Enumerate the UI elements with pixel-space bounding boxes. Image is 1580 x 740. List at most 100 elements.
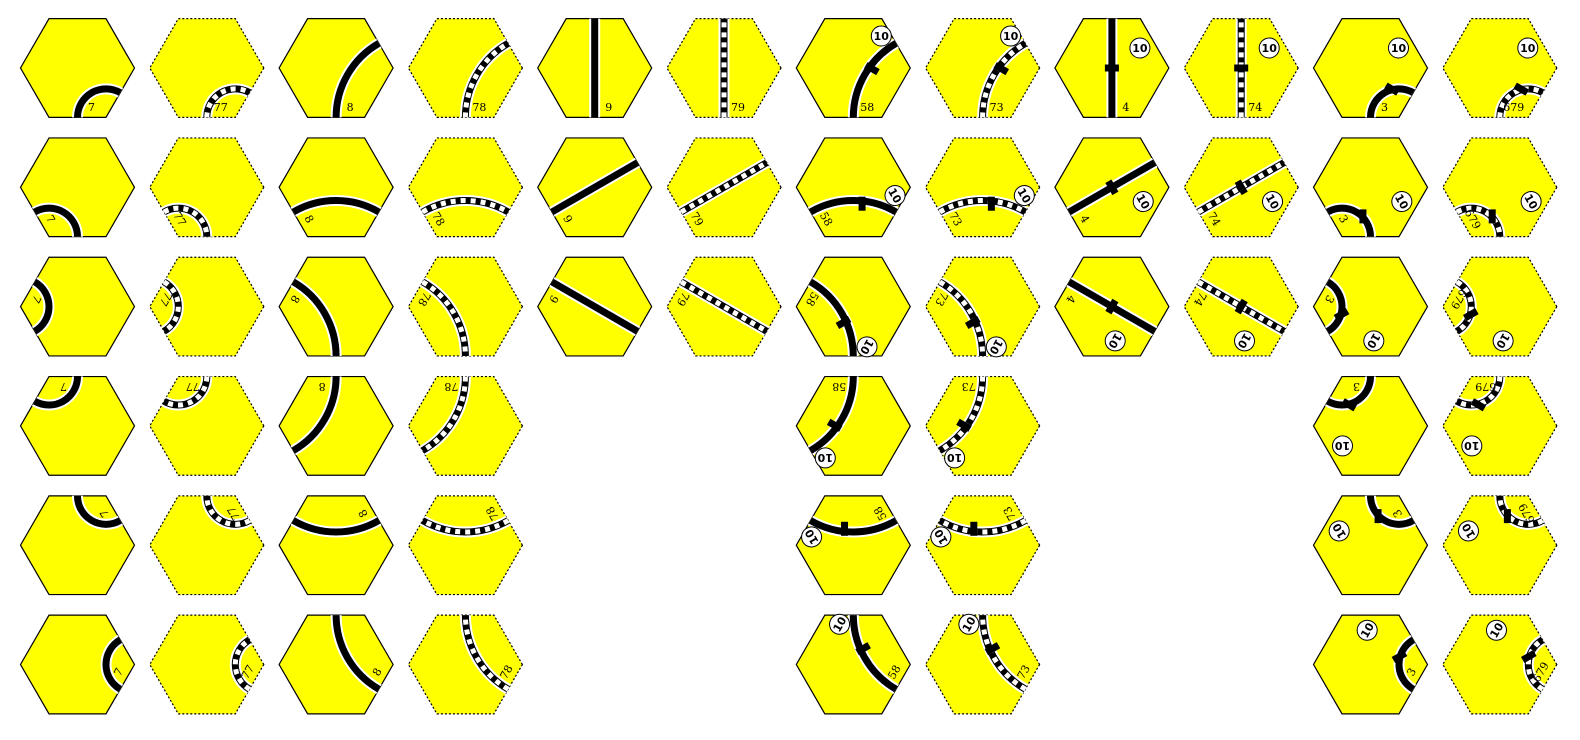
tile-number: 7 [60,380,67,393]
tile-8-rot-5: 8 [278,614,394,715]
hex-body [149,614,265,715]
tile-number: 78 [497,663,515,682]
tile-4-rot-0: 10 4 [1054,18,1170,118]
tile-number: 73 [1015,663,1033,682]
tile-number: 8 [319,380,326,393]
revenue-circle [1457,520,1479,542]
hex-body [278,137,394,238]
tile-number: 77 [186,380,200,393]
tile-number: 78 [429,210,447,229]
tile-3-rot-5: 103 [1312,614,1429,715]
revenue-circle [1520,191,1542,213]
town-bar [1470,398,1487,412]
tile-number: 73 [932,290,950,309]
revenue-value: 10 [1003,30,1019,43]
tile-number: 78 [472,101,486,114]
town-bar [1105,179,1119,196]
revenue-value: 10 [1132,42,1148,55]
tile-77-rot-2: 77 [149,256,265,357]
revenue-circle [930,526,952,548]
tile-number: 77 [170,210,188,229]
revenue-value: 10 [817,451,833,464]
town-bar [1520,649,1537,664]
hex-body [407,614,524,715]
revenue-circle [944,447,966,469]
revenue-circle [958,613,980,635]
revenue-circle [1234,330,1256,352]
revenue-value: 10 [947,451,963,464]
revenue-circle [1517,37,1539,59]
town-bar [1384,82,1400,96]
tile-78-rot-3: 78 [407,375,524,476]
revenue-circle [829,613,851,635]
town-bar [841,521,849,536]
tile-number: 58 [803,290,821,309]
tile-number: 73 [1001,504,1019,523]
tile-number: 58 [860,101,874,114]
revenue-circle [1132,191,1154,213]
town-bar [1105,298,1119,315]
revenue-circle [1104,330,1126,352]
tile-77-rot-5: 77 [149,614,265,715]
revenue-circle [870,25,892,47]
town-bar [1488,209,1496,224]
hex-body [795,614,911,715]
tile-8-rot-3: 8 [278,375,394,476]
revenue-circle [985,336,1007,358]
tile-number: 73 [946,210,964,229]
revenue-value: 10 [1335,439,1351,452]
revenue-circle [1332,435,1353,457]
town-bar [835,315,852,329]
revenue-circle [1013,185,1035,207]
revenue-circle [1485,619,1507,641]
tile-9-rot-0: 9 [537,18,653,118]
tile-7-rot-4: 7 [19,495,136,596]
hex-body [278,614,394,715]
tile-number: 78 [483,504,501,523]
town-bar [1503,509,1511,524]
town-bar [864,62,880,76]
revenue-value: 10 [1391,42,1407,55]
tile-3-rot-0: 103 [1312,18,1429,118]
town-bar [1333,308,1350,322]
tile-number: 78 [444,380,458,393]
tile-number: 74 [1248,101,1262,114]
hex-body [795,256,911,357]
tile-78-rot-2: 78 [407,256,524,357]
town-bar [993,62,1010,76]
tile-number: 77 [239,663,257,682]
tile-3-rot-1: 103 [1312,137,1429,238]
tile-78-rot-5: 78 [407,614,524,715]
revenue-circle [1391,191,1413,213]
tile-8-rot-0: 8 [278,18,394,118]
tile-number: 77 [156,290,174,309]
town-bar [1463,308,1479,322]
town-bar [956,418,972,432]
revenue-circle [801,526,823,548]
tile-77-rot-4: 77 [149,495,265,596]
tile-4-rot-2: 104 [1054,256,1170,357]
tile-number: 679 [1475,380,1496,393]
revenue-circle [1328,520,1350,542]
tile-number: 58 [871,504,889,523]
tile-number: 4 [1122,101,1129,114]
tile-number: 3 [1353,380,1360,393]
tile-8-rot-4: 8 [278,495,394,596]
town-bar [1234,64,1249,72]
tile-number: 79 [674,290,692,309]
hex-body [407,18,524,118]
tile-9-rot-2: 9 [537,256,653,357]
hex-body [278,495,394,596]
tile-79-rot-0: 79 [666,18,782,118]
